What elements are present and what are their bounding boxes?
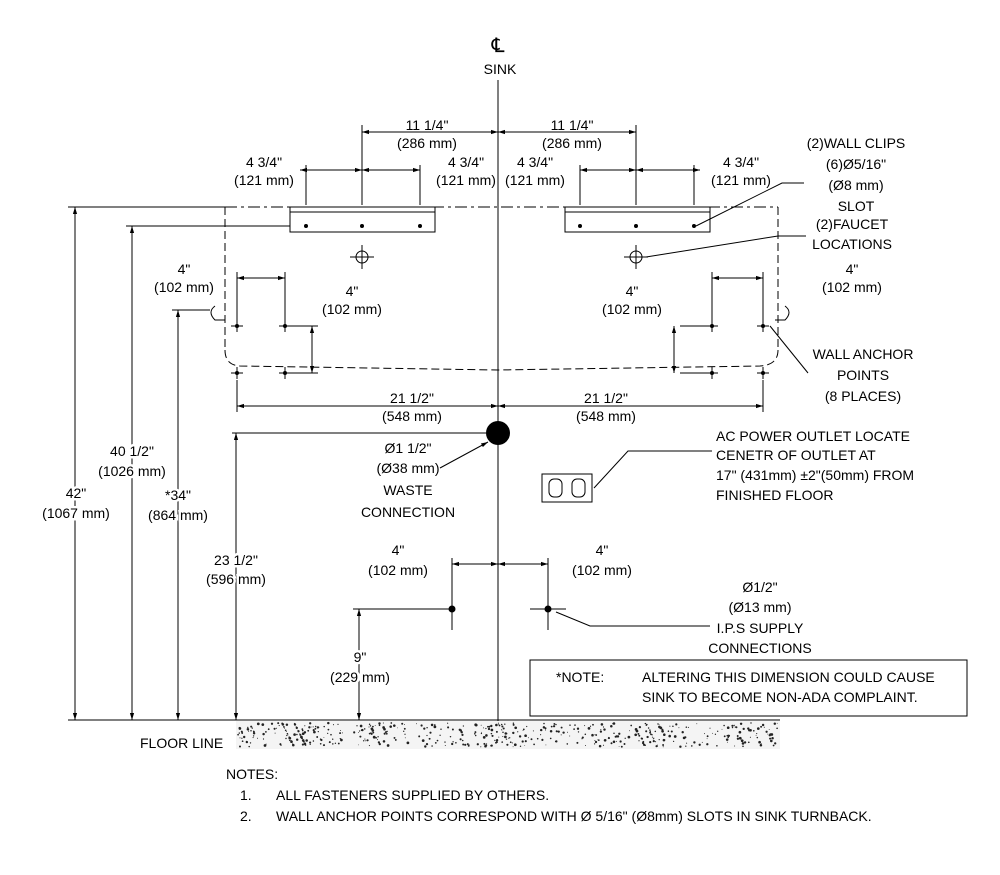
dim-clip-r1-inch: 4 3/4" xyxy=(517,154,553,170)
note-box-line-2: SINK TO BECOME NON-ADA COMPLAINT. xyxy=(642,689,918,705)
dim-right-outer-inch: 4" xyxy=(846,261,859,277)
wall-anchor-points xyxy=(210,305,790,379)
dim-clip-l1-mm: (121 mm) xyxy=(234,172,294,188)
centerline-label: SINK xyxy=(484,61,517,77)
dim-h40-mm: (1026 mm) xyxy=(98,463,166,479)
dim-half-left-inch: 21 1/2" xyxy=(390,390,434,406)
ada-note-box: *NOTE: ALTERING THIS DIMENSION COULD CAU… xyxy=(529,659,968,717)
dim-left-span-inch: 11 1/4" xyxy=(406,117,449,133)
wall-clips-line-2: (6)Ø5/16" xyxy=(826,156,886,172)
wall-clips-line-4: SLOT xyxy=(838,198,875,214)
top-dimensions: 11 1/4" (286 mm) 11 1/4" (286 mm) 4 3/4"… xyxy=(234,117,771,205)
wall-clips-line-1: (2)WALL CLIPS xyxy=(807,135,906,151)
dim-clip-l2-inch: 4 3/4" xyxy=(448,154,484,170)
note-box-label: *NOTE: xyxy=(556,669,604,685)
half-width-dimensions: 21 1/2" (548 mm) 21 1/2" (548 mm) xyxy=(236,380,764,424)
dim-h42-mm: (1067 mm) xyxy=(42,505,110,521)
dim-left-span-mm: (286 mm) xyxy=(397,135,457,151)
supply-dim-right-mm: (102 mm) xyxy=(572,562,632,578)
notes-heading: NOTES: xyxy=(226,766,278,782)
outlet-line-4: FINISHED FLOOR xyxy=(716,487,833,503)
waste-line-2: (Ø38 mm) xyxy=(377,460,440,476)
dim-right-outer-mm: (102 mm) xyxy=(822,279,882,295)
anchor-line-3: (8 PLACES) xyxy=(825,388,901,404)
supply-line-3: I.P.S SUPPLY xyxy=(717,620,804,636)
anchor-line-1: WALL ANCHOR xyxy=(813,346,914,362)
dim-h9-mm: (229 mm) xyxy=(330,669,390,685)
note-2-number: 2. xyxy=(240,808,252,824)
height-dimensions: 42" (1067 mm) 40 1/2" (1026 mm) *34" (86… xyxy=(40,206,450,720)
dim-clip-r2-mm: (121 mm) xyxy=(711,172,771,188)
note-2-text: WALL ANCHOR POINTS CORRESPOND WITH Ø 5/1… xyxy=(276,808,872,824)
supply-dim-left-mm: (102 mm) xyxy=(368,562,428,578)
dim-h23-inch: 23 1/2" xyxy=(214,552,258,568)
clip-faucet-anchor-callouts: (2)WALL CLIPS (6)Ø5/16" (Ø8 mm) SLOT (2)… xyxy=(645,135,914,404)
faucet-location-left xyxy=(350,245,374,269)
anchor-line-2: POINTS xyxy=(837,367,889,383)
dim-clip-l2-mm: (121 mm) xyxy=(436,172,496,188)
sink-outline xyxy=(224,206,779,371)
dim-half-right-mm: (548 mm) xyxy=(576,408,636,424)
supply-line-4: CONNECTIONS xyxy=(708,640,811,656)
waste-line-3: WASTE xyxy=(383,482,432,498)
dim-h34-inch: *34" xyxy=(165,487,191,503)
centerline-symbol: ℄ xyxy=(491,35,505,57)
note-1-text: ALL FASTENERS SUPPLIED BY OTHERS. xyxy=(276,787,549,803)
supply-connections: 4" (102 mm) 4" (102 mm) Ø1/2" (Ø13 mm) I… xyxy=(368,542,812,656)
dim-h23-mm: (596 mm) xyxy=(206,571,266,587)
sink-centerline: ℄ SINK xyxy=(484,35,517,722)
dim-left-outer-inch: 4" xyxy=(178,261,191,277)
waste-line-1: Ø1 1/2" xyxy=(385,440,432,456)
supply-line-2: (Ø13 mm) xyxy=(729,599,792,615)
dim-half-left-mm: (548 mm) xyxy=(382,408,442,424)
faucet-location-right xyxy=(624,245,648,269)
supply-dim-left-inch: 4" xyxy=(392,542,405,558)
dim-clip-r2-inch: 4 3/4" xyxy=(723,154,759,170)
supply-dim-right-inch: 4" xyxy=(596,542,609,558)
waste-line-4: CONNECTION xyxy=(361,504,455,520)
dim-h40-inch: 40 1/2" xyxy=(110,443,154,459)
dim-right-span-mm: (286 mm) xyxy=(542,135,602,151)
dim-left-inner-inch: 4" xyxy=(346,283,359,299)
ac-outlet: AC POWER OUTLET LOCATE CENETR OF OUTLET … xyxy=(541,428,914,503)
note-1-number: 1. xyxy=(240,787,252,803)
faucet-line-1: (2)FAUCET xyxy=(816,216,889,232)
anchor-spacing-dimensions: 4" (102 mm) 4" (102 mm) 4" (102 mm) 4" (… xyxy=(154,261,882,374)
outlet-line-2: CENETR OF OUTLET AT xyxy=(716,447,876,463)
outlet-line-1: AC POWER OUTLET LOCATE xyxy=(716,428,910,444)
notes: NOTES: 1. ALL FASTENERS SUPPLIED BY OTHE… xyxy=(226,766,872,824)
note-box-line-1: ALTERING THIS DIMENSION COULD CAUSE xyxy=(642,669,935,685)
dim-left-inner-mm: (102 mm) xyxy=(322,301,382,317)
supply-line-1: Ø1/2" xyxy=(742,579,777,595)
outlet-line-3: 17" (431mm) ±2"(50mm) FROM xyxy=(716,467,914,483)
dim-clip-l1-inch: 4 3/4" xyxy=(246,154,282,170)
dim-clip-r1-mm: (121 mm) xyxy=(505,172,565,188)
dim-h9-inch: 9" xyxy=(354,649,367,665)
floor-hatching xyxy=(237,721,778,748)
dim-h34-mm: (864 mm) xyxy=(148,507,208,523)
floor-line-label: FLOOR LINE xyxy=(140,735,223,751)
dim-half-right-inch: 21 1/2" xyxy=(584,390,628,406)
dim-right-inner-mm: (102 mm) xyxy=(602,301,662,317)
wall-clip-right xyxy=(564,206,711,233)
dim-left-outer-mm: (102 mm) xyxy=(154,279,214,295)
faucet-line-2: LOCATIONS xyxy=(812,236,892,252)
dim-right-inner-inch: 4" xyxy=(626,283,639,299)
dim-right-span-inch: 11 1/4" xyxy=(551,117,594,133)
wall-clips-line-3: (Ø8 mm) xyxy=(828,177,883,193)
dim-h42-inch: 42" xyxy=(66,485,87,501)
waste-connection: Ø1 1/2" (Ø38 mm) WASTE CONNECTION xyxy=(232,421,510,520)
wall-clip-left xyxy=(289,206,436,233)
floor: FLOOR LINE xyxy=(68,719,780,751)
